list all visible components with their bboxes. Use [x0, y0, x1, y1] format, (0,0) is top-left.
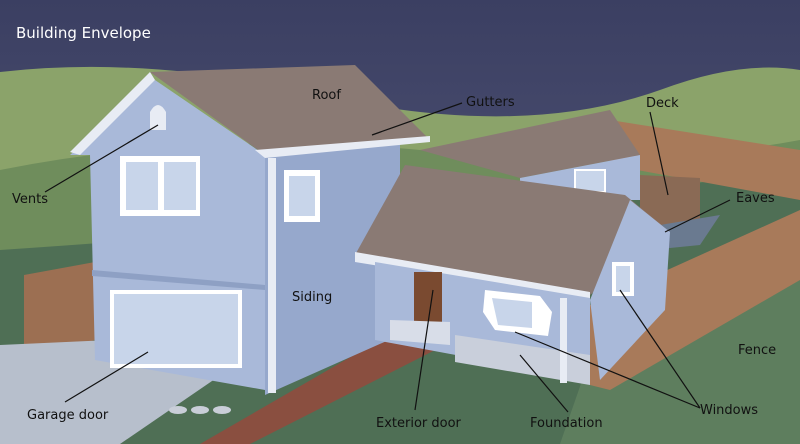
leader-line-windows-2 — [619, 289, 701, 409]
back-roof — [420, 110, 640, 178]
stepping-stone — [169, 406, 187, 414]
bay-window-pane — [492, 298, 532, 328]
garage-header — [92, 270, 265, 290]
leader-line-garage-door — [64, 351, 149, 403]
stepping-stone — [191, 406, 209, 414]
diagram-title: Building Envelope — [16, 24, 151, 42]
downspout-front — [560, 298, 567, 383]
leader-line-exterior-door — [414, 289, 434, 411]
label-fence: Fence — [738, 343, 777, 358]
label-deck: Deck — [646, 96, 679, 111]
leader-line-eaves — [664, 199, 731, 233]
label-eaves: Eaves — [736, 191, 775, 206]
garage-door-panels — [114, 294, 238, 364]
label-siding: Siding — [292, 290, 333, 305]
leader-line-foundation — [519, 354, 569, 413]
side-window-pane — [289, 176, 315, 216]
upper-window-pane — [126, 162, 158, 210]
left-fence — [24, 262, 95, 360]
label-roof: Roof — [312, 88, 341, 103]
downspout — [268, 158, 276, 393]
gable-vent — [150, 105, 166, 130]
label-gutters: Gutters — [466, 95, 515, 110]
front-roof — [355, 165, 670, 295]
upper-window-pane — [164, 162, 196, 210]
label-vents: Vents — [12, 192, 48, 207]
back-fence — [610, 120, 800, 200]
front-roof-trim — [355, 252, 590, 300]
label-windows: Windows — [700, 403, 759, 418]
back-window — [574, 169, 606, 193]
leader-line-gutters — [371, 102, 463, 136]
main-roof-edge — [70, 72, 155, 155]
porch-step — [390, 320, 450, 345]
gable-window-pane — [616, 266, 630, 292]
label-garage-door: Garage door — [27, 408, 109, 423]
label-exterior-door: Exterior door — [376, 416, 461, 431]
leader-line-deck — [649, 111, 669, 196]
brick-path — [200, 340, 445, 444]
leader-line-windows-1 — [514, 331, 701, 409]
gutter-line — [255, 136, 430, 158]
right-fence — [590, 210, 800, 390]
leader-line-vents — [44, 124, 159, 193]
label-foundation: Foundation — [530, 416, 603, 431]
foundation — [455, 335, 590, 385]
main-roof — [150, 65, 430, 155]
stepping-stone — [213, 406, 231, 414]
